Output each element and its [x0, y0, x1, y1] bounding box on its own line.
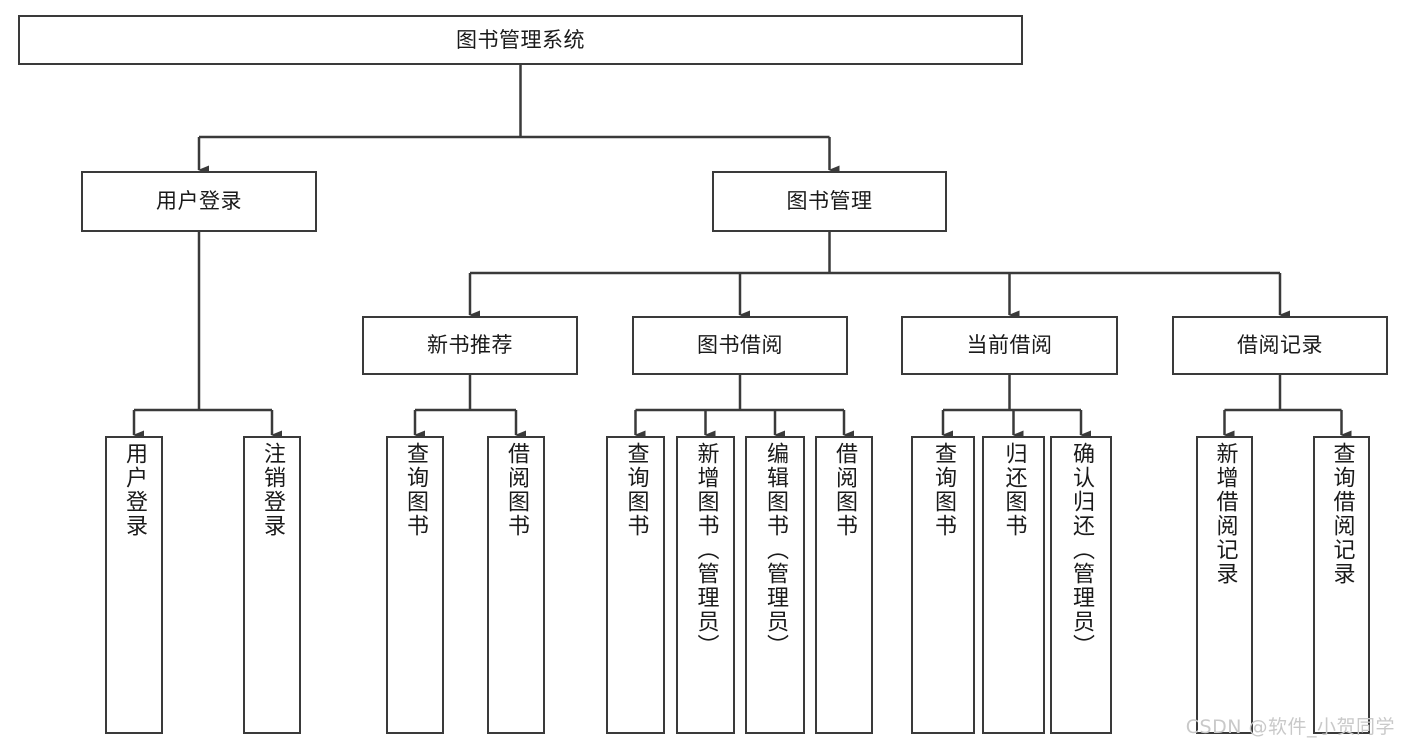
node-leaf-query-book-1-label: 查询图书 — [403, 442, 428, 538]
node-leaf-edit-book-label: 编辑图书（管理员） — [763, 442, 788, 658]
watermark: CSDN @软件_小贺同学 — [1185, 716, 1395, 738]
node-leaf-borrow-book-1-label: 借阅图书 — [504, 442, 529, 538]
node-borrow-record[interactable]: 借阅记录 — [1172, 316, 1388, 375]
node-new-book-recommend[interactable]: 新书推荐 — [362, 316, 578, 375]
node-current-borrow-label: 当前借阅 — [966, 333, 1053, 358]
node-leaf-user-login[interactable]: 用户登录 — [105, 436, 163, 734]
node-book-management-label: 图书管理 — [786, 189, 873, 214]
node-leaf-borrow-book-2-label: 借阅图书 — [832, 442, 857, 538]
node-leaf-confirm-return-label: 确认归还（管理员） — [1069, 442, 1094, 658]
node-root-label: 图书管理系统 — [456, 27, 585, 52]
node-leaf-add-book-label: 新增图书（管理员） — [693, 442, 719, 658]
node-leaf-user-login-label: 用户登录 — [122, 442, 147, 538]
node-user-login[interactable]: 用户登录 — [81, 171, 317, 232]
node-leaf-query-record-label: 查询借阅记录 — [1329, 442, 1355, 586]
node-leaf-return-book-label: 归还图书 — [1001, 442, 1027, 538]
node-book-borrow-label: 图书借阅 — [697, 333, 783, 358]
node-leaf-query-book-1[interactable]: 查询图书 — [386, 436, 444, 734]
node-current-borrow[interactable]: 当前借阅 — [901, 316, 1118, 375]
node-user-login-label: 用户登录 — [156, 189, 242, 214]
node-leaf-query-book-3-label: 查询图书 — [931, 442, 956, 538]
node-leaf-add-record-label: 新增借阅记录 — [1212, 442, 1238, 586]
node-book-borrow[interactable]: 图书借阅 — [632, 316, 848, 375]
node-leaf-confirm-return[interactable]: 确认归还（管理员） — [1050, 436, 1112, 734]
node-leaf-return-book[interactable]: 归还图书 — [982, 436, 1045, 734]
node-leaf-borrow-book-1[interactable]: 借阅图书 — [487, 436, 545, 734]
connector-lines — [132, 65, 1352, 440]
node-leaf-logout-label: 注销登录 — [260, 442, 285, 538]
node-leaf-query-book-2-label: 查询图书 — [623, 442, 649, 538]
node-leaf-add-book[interactable]: 新增图书（管理员） — [676, 436, 735, 734]
node-leaf-query-record[interactable]: 查询借阅记录 — [1313, 436, 1370, 734]
node-leaf-query-book-2[interactable]: 查询图书 — [606, 436, 665, 734]
node-book-management[interactable]: 图书管理 — [712, 171, 947, 232]
node-leaf-edit-book[interactable]: 编辑图书（管理员） — [745, 436, 805, 734]
node-leaf-add-record[interactable]: 新增借阅记录 — [1196, 436, 1253, 734]
node-borrow-record-label: 借阅记录 — [1237, 333, 1323, 358]
node-new-book-recommend-label: 新书推荐 — [427, 333, 513, 358]
node-leaf-borrow-book-2[interactable]: 借阅图书 — [815, 436, 873, 734]
node-root[interactable]: 图书管理系统 — [18, 15, 1023, 65]
node-leaf-logout[interactable]: 注销登录 — [243, 436, 301, 734]
node-leaf-query-book-3[interactable]: 查询图书 — [911, 436, 975, 734]
